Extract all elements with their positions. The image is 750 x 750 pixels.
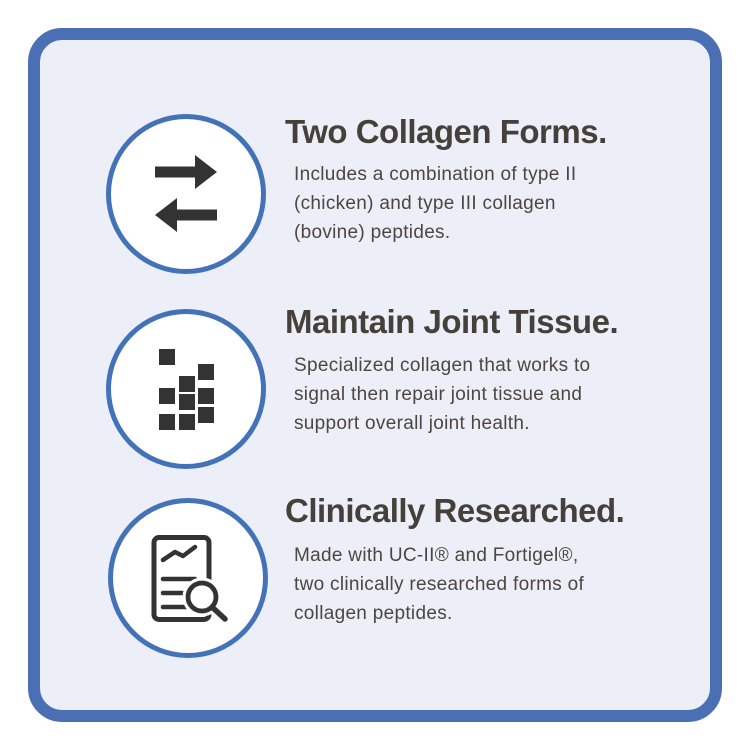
description-line: Specialized collagen that works to xyxy=(294,355,591,376)
feature-title: Two Collagen Forms. xyxy=(285,113,607,150)
feature-title: Clinically Researched. xyxy=(285,492,625,529)
feature-description: Specialized collagen that works to signa… xyxy=(294,351,684,438)
description-line: Includes a combination of type II xyxy=(294,164,577,185)
icon-circle xyxy=(106,309,266,469)
description-line: two clinically researched forms of xyxy=(294,574,585,595)
feature-title: Maintain Joint Tissue. xyxy=(285,303,619,340)
description-line: signal then repair joint tissue and xyxy=(294,384,583,405)
feature-description: Includes a combination of type II (chick… xyxy=(294,160,684,247)
icon-circle xyxy=(106,114,266,274)
description-line: collagen peptides. xyxy=(294,603,453,624)
icon-circle xyxy=(108,498,268,658)
feature-description: Made with UC-II® and Fortigel®, two clin… xyxy=(294,541,684,628)
description-line: support overall joint health. xyxy=(294,413,530,434)
description-line: (chicken) and type III collagen xyxy=(294,193,556,214)
document-search-icon xyxy=(151,535,229,624)
description-line: (bovine) peptides. xyxy=(294,222,451,243)
transfer-arrows-icon xyxy=(155,155,217,232)
pixel-squares-icon xyxy=(158,348,214,430)
description-line: Made with UC-II® and Fortigel®, xyxy=(294,545,579,566)
